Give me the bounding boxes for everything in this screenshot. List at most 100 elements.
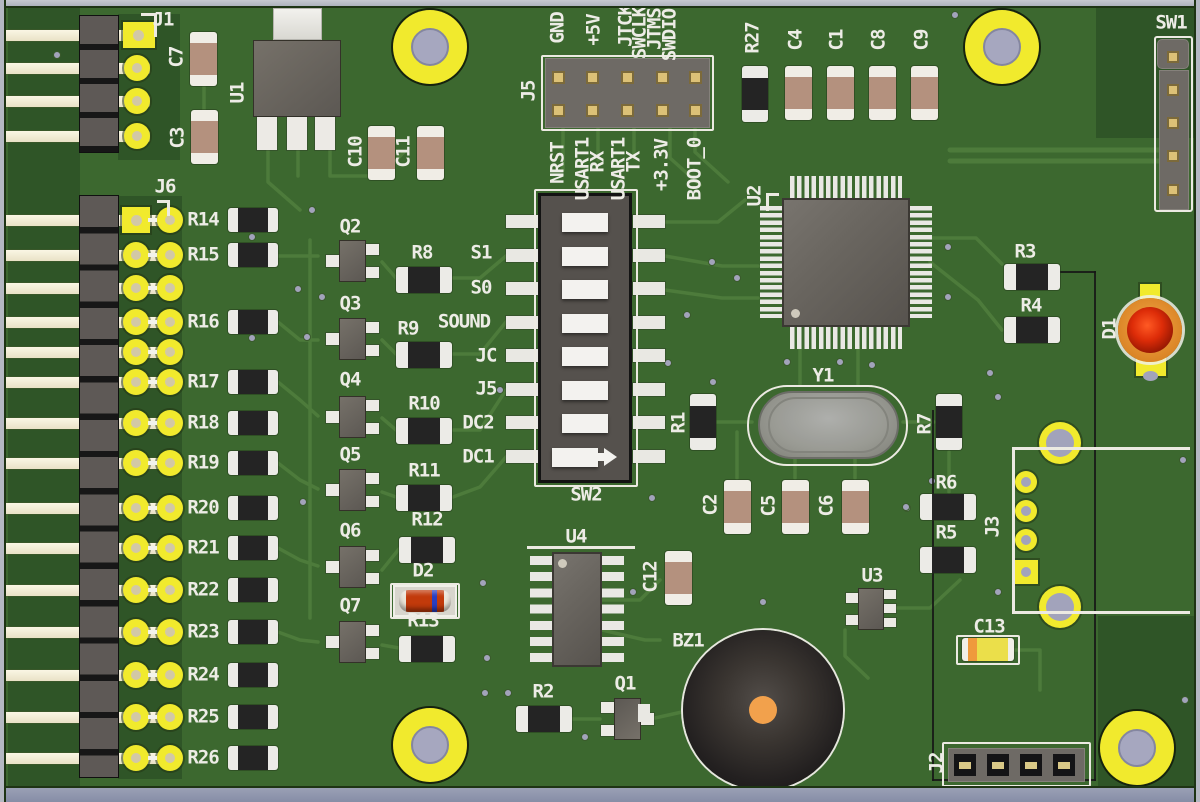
via [294,285,302,293]
dip-pad-left [506,215,538,228]
silk-dash [148,218,157,222]
mounting-hole [1118,729,1156,767]
silk-label-j6: J6 [154,175,177,198]
component-R4 [1004,317,1060,343]
silk-label-r4: R4 [1020,294,1043,317]
silk-label-r27: R27 [741,22,764,54]
via [994,393,1002,401]
dip-actuator [552,448,598,467]
sot-pad [366,400,379,411]
component-R3 [1004,264,1060,290]
silk-label-u2: U2 [743,185,766,207]
sot-pad [884,618,896,627]
pad-hole [165,712,175,722]
via [708,258,716,266]
pad-hole [165,543,175,553]
pad-hole [131,317,141,327]
component-SW2 [538,193,632,483]
component-C1 [827,66,854,120]
led-dome [1127,307,1173,353]
silk-label-c10: C10 [344,136,367,168]
silk-dash [148,588,157,592]
silk-label-r23: R23 [187,620,219,643]
component-C5 [782,480,809,534]
component-R20 [228,496,278,520]
via [479,579,487,587]
component-U1 [253,40,341,117]
silk-label-s1: S1 [470,241,493,264]
sot-pad [366,573,379,584]
qfp-pins-top [790,176,902,198]
via [709,378,717,386]
component-R21 [228,536,278,560]
silk-label-q3: Q3 [339,292,362,315]
viewer-frame-right [1194,0,1200,802]
sot-pad [326,561,339,573]
sot-pad [366,345,379,356]
silk-dash [148,630,157,634]
silk-dash [148,506,157,510]
via [648,494,656,502]
pad-hole [131,283,141,293]
component-R9 [396,342,452,368]
silk-label-c1: C1 [825,29,848,51]
silk-label-r5: R5 [935,521,958,544]
header-pin-pad [689,71,702,84]
silk-label-c2: C2 [699,494,722,516]
pad-hole [131,503,141,513]
qfp-pins-right [910,206,932,318]
component-R12 [399,537,455,563]
via [481,689,489,697]
silk-label-r26: R26 [187,746,219,769]
component-R19 [228,451,278,475]
dip-pad-right [633,249,665,262]
sot-body [339,318,366,360]
pad-hole [131,627,141,637]
sot-pad [366,496,379,507]
pad-hole [133,30,144,41]
sot-pad [366,267,379,278]
sot-pad [366,648,379,659]
courtyard-line [1040,271,1096,273]
pin1-dot [791,309,800,318]
silk-dash [148,421,157,425]
component-R8 [396,267,452,293]
via [318,293,326,301]
regulator-pin [315,117,335,150]
silk-label-r2: R2 [532,680,555,703]
ribbon-wire [0,63,150,74]
silk-label-c5: C5 [757,495,780,517]
silk-label-c11: C11 [392,136,415,168]
silk-label-q2: Q2 [339,215,362,238]
silk-line [1012,447,1190,450]
dip-actuator [562,213,608,232]
component-C6 [842,480,869,534]
dip-actuator [562,280,608,299]
dip-pad-right [633,316,665,329]
sot-pad [846,593,858,603]
pad-hole [165,503,175,513]
header-pin-contact [992,762,1004,769]
silk-line [157,200,170,203]
component-C7 [190,32,217,86]
sot-pad [326,333,339,345]
via [944,243,952,251]
viewer-frame-left [0,0,6,802]
silk-outline [390,583,460,619]
sot-pad [601,702,614,713]
silk-line [167,200,170,216]
silk-label-d2: D2 [412,559,435,582]
silk-label-c13: C13 [973,615,1005,638]
header-pin-pad [586,104,599,117]
component-R6 [920,494,976,520]
via [902,503,910,511]
pad-hole [131,753,141,763]
silk-label-q7: Q7 [339,594,362,617]
courtyard-line [932,410,934,781]
silk-dash [148,350,157,354]
silk-label-r13: R13 [407,609,439,632]
silk-dash [148,756,157,760]
mounting-hole [411,726,449,764]
pad-hole [165,585,175,595]
